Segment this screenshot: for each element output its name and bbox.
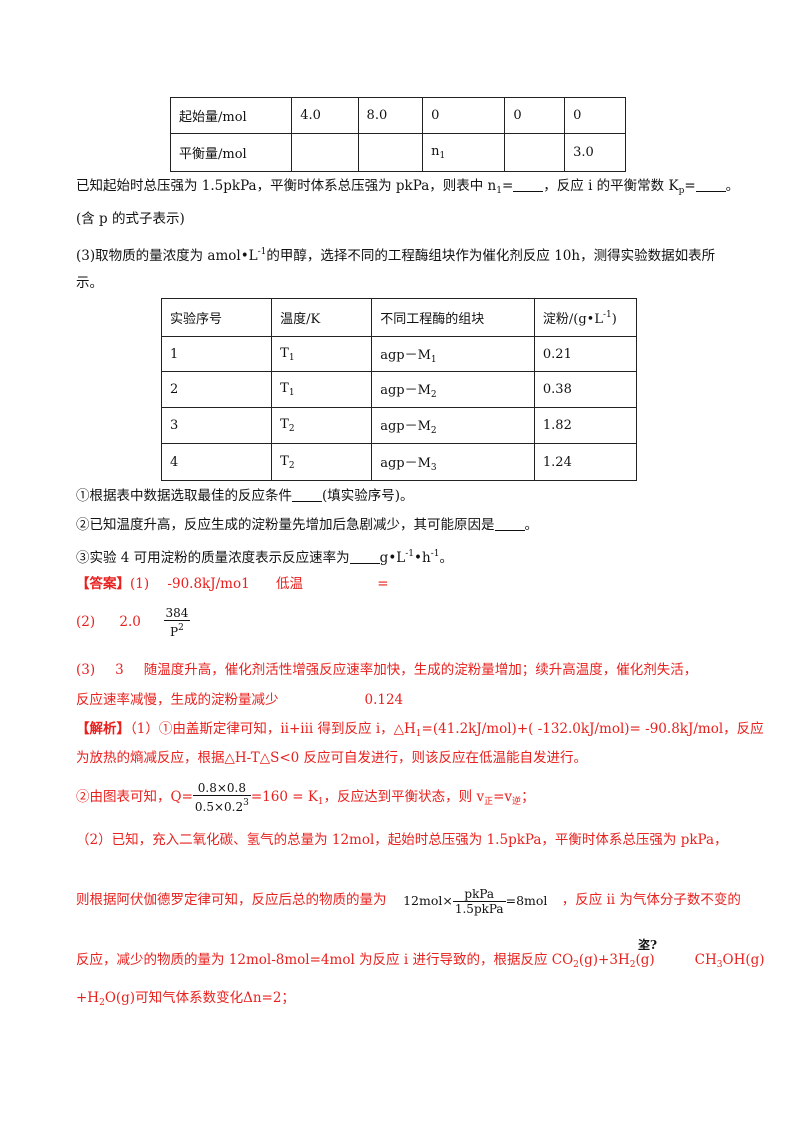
equilibrium-table: 起始量/mol 4.0 8.0 0 0 0 平衡量/mol n1 3.0 (169, 97, 626, 172)
analysis-line-7: +H2O(g)可知气体系数变化Δn=2； (76, 990, 295, 1008)
answer-blank (695, 177, 726, 192)
row-label: 平衡量/mol (169, 133, 293, 172)
sub-question-1: ①根据表中数据选取最佳的反应条件(填实验序号)。 (76, 488, 414, 504)
table-cell: 3.0 (564, 133, 626, 172)
analysis-line-6: 反应，减少的物质的量为 12mol-8mol=4mol 为反应 i 进行导致的，… (76, 952, 765, 970)
analysis-line-1: 【解析】（1）①由盖斯定律可知，ii+iii 得到反应 i，△H1=(41.2k… (76, 721, 764, 739)
table-cell (504, 133, 566, 172)
question-text: 示。 (76, 275, 103, 291)
sub-question-2: ②已知温度升高，反应生成的淀粉量先增加后急剧减少，其可能原因是。 (76, 517, 538, 533)
row-label: 起始量/mol (169, 97, 293, 134)
table-row: 2 T1 agp－M2 0.38 (160, 371, 638, 408)
analysis-line-2: 为放热的熵减反应，根据△H-T△S<0 反应可自发进行，则该反应在低温能自发进行… (76, 750, 588, 766)
question-text: 已知起始时总压强为 1.5pkPa，平衡时体系总压强为 pkPa，则表中 n1=… (76, 177, 740, 196)
experiment-table: 实验序号 温度/K 不同工程酶的组块 淀粉/(g•L-1) 1 T1 agp－M… (160, 298, 638, 481)
table-cell: 0 (504, 97, 566, 134)
question-text: (3)取物质的量浓度为 amol•L-1的甲醇，选择不同的工程酶组块作为催化剂反… (76, 247, 716, 264)
analysis-line-4: （2）已知，充入二氧化碳、氢气的总量为 12mol，起始时总压强为 1.5pkP… (76, 832, 728, 848)
table-header: 不同工程酶的组块 (371, 298, 535, 337)
table-header: 实验序号 (160, 298, 273, 337)
table-row: 1 T1 agp－M1 0.21 (160, 336, 638, 372)
question-text: (含 p 的式子表示) (76, 211, 185, 227)
equilibrium-arrow-icon: 垐? (638, 938, 658, 952)
table-cell: 8.0 (357, 97, 424, 134)
table-header: 淀粉/(g•L-1) (533, 298, 638, 337)
table-row: 4 T2 agp－M3 1.24 (160, 443, 638, 481)
table-cell (357, 133, 424, 172)
table-cell: 4.0 (291, 97, 359, 134)
answer-blank (513, 177, 544, 192)
table-cell-n1: n1 (422, 133, 506, 172)
table-header: 温度/K (271, 298, 373, 337)
answer-line-1: 【答案】(1) -90.8kJ/mo1 低温 = (76, 576, 389, 592)
table-cell: 0 (564, 97, 626, 134)
table-row: 3 T2 agp－M2 1.82 (160, 407, 638, 444)
table-cell: 0 (422, 97, 506, 134)
table-cell (291, 133, 359, 172)
